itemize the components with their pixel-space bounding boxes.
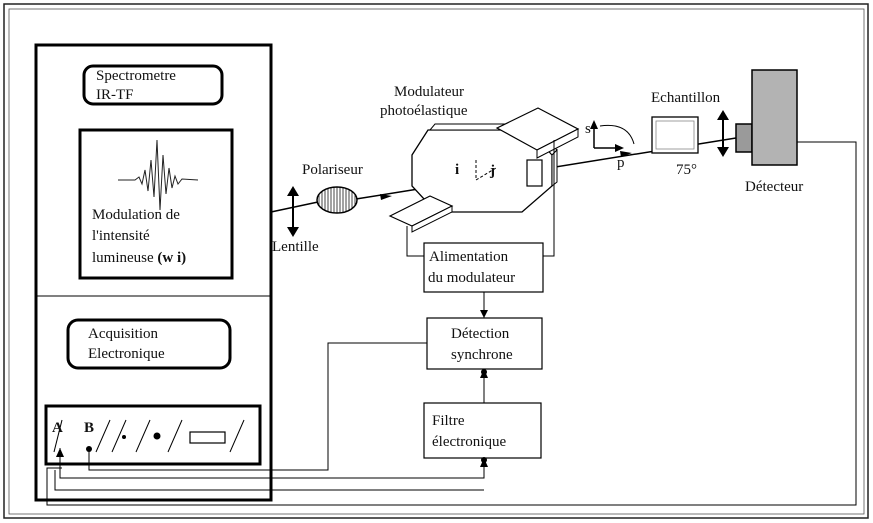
spectrometer-title-line2: IR-TF — [96, 87, 134, 103]
filter-line2: électronique — [432, 434, 506, 450]
panel-display — [189, 431, 226, 444]
modulator-label-line1: Modulateur — [394, 84, 464, 100]
port-b-label: B — [84, 420, 94, 436]
sync-detection: Détection synchrone — [426, 317, 543, 370]
wiring — [46, 140, 857, 506]
spectrometer-unit: Spectrometre IR-TF Modulation de l'inten… — [34, 43, 273, 502]
sample-plate — [651, 116, 699, 154]
p-label: p — [617, 155, 625, 171]
wire-arrowheads — [56, 310, 488, 467]
wire-sync-to-port-b — [88, 342, 427, 471]
sync-detection-line2: synchrone — [451, 347, 513, 363]
filter-input-dot — [481, 457, 487, 463]
outer-frame — [3, 3, 869, 519]
filter: Filtre électronique — [423, 402, 542, 459]
spectrometer-box — [34, 43, 273, 502]
wire-detector-return — [46, 141, 857, 506]
sync-detection-line1: Détection — [451, 326, 510, 342]
inner-frame — [8, 8, 865, 515]
filter-box — [423, 402, 542, 459]
detector-body — [751, 69, 798, 166]
arrow-into-port-a — [56, 448, 64, 457]
filter-line1: Filtre — [432, 413, 465, 429]
wire-transducer-to-supply — [406, 226, 424, 257]
modulation-frequency: (w i) — [157, 250, 186, 266]
acquisition-line2: Electronique — [88, 346, 165, 362]
modulation-line1: Modulation de — [92, 207, 180, 223]
acquisition-box — [66, 318, 232, 370]
s-label: s — [585, 121, 591, 137]
polarization-axes: s p — [585, 120, 635, 171]
modulator-supply: Alimentation du modulateur — [423, 242, 544, 293]
modulation-line3: lumineuse (w i) — [92, 250, 186, 266]
axis-i-label: i — [455, 162, 459, 178]
acquisition-panel-frame — [44, 404, 262, 466]
spectrometer-title-line1: Spectrometre — [96, 68, 176, 84]
sync-detection-box — [426, 317, 543, 370]
modulation-line2: l'intensité — [92, 228, 150, 244]
panel-dot-large — [153, 432, 161, 440]
incidence-angle: 75° — [676, 162, 697, 178]
wire-filter-bus — [54, 470, 484, 491]
modulator-label-line2: photoélastique — [380, 103, 468, 119]
wire-filter-to-port-a — [59, 448, 485, 479]
detector-label: Détecteur — [745, 179, 803, 195]
arrow-into-sync-top — [480, 310, 488, 318]
wire-modulator-to-supply — [543, 140, 555, 257]
axis-j-line — [475, 167, 497, 181]
sample: Echantillon 75° — [651, 90, 721, 178]
modulator-window — [526, 159, 543, 187]
lens-label: Lentille — [272, 239, 319, 255]
detector: Détecteur — [735, 69, 803, 195]
polarizer-icon — [316, 186, 358, 214]
photoelastic-modulator: Modulateur photoélastique i j — [380, 84, 580, 233]
modulator-supply-box — [423, 242, 544, 293]
polarizer-label: Polariseur — [302, 162, 363, 178]
sync-input-dot — [481, 369, 487, 375]
panel-dot-small — [122, 435, 126, 439]
axis-j-label: j — [489, 163, 495, 179]
detector-lens — [717, 110, 729, 157]
modulation-line3-text: lumineuse — [92, 250, 157, 266]
detector-head — [735, 123, 753, 153]
port-a-label: A — [52, 420, 63, 436]
lens: Lentille — [272, 186, 319, 255]
polarizer: Polariseur — [302, 162, 363, 214]
modulator-supply-line1: Alimentation — [429, 249, 509, 265]
interferogram-icon — [118, 139, 199, 211]
acquisition-panel: A B — [44, 404, 262, 466]
sample-label: Echantillon — [651, 90, 721, 106]
angle-arc — [599, 124, 635, 145]
acquisition-line1: Acquisition — [88, 326, 158, 342]
modulator-supply-line2: du modulateur — [428, 270, 515, 286]
modulation-box — [78, 128, 234, 280]
spectrometer-title-box — [82, 64, 224, 106]
